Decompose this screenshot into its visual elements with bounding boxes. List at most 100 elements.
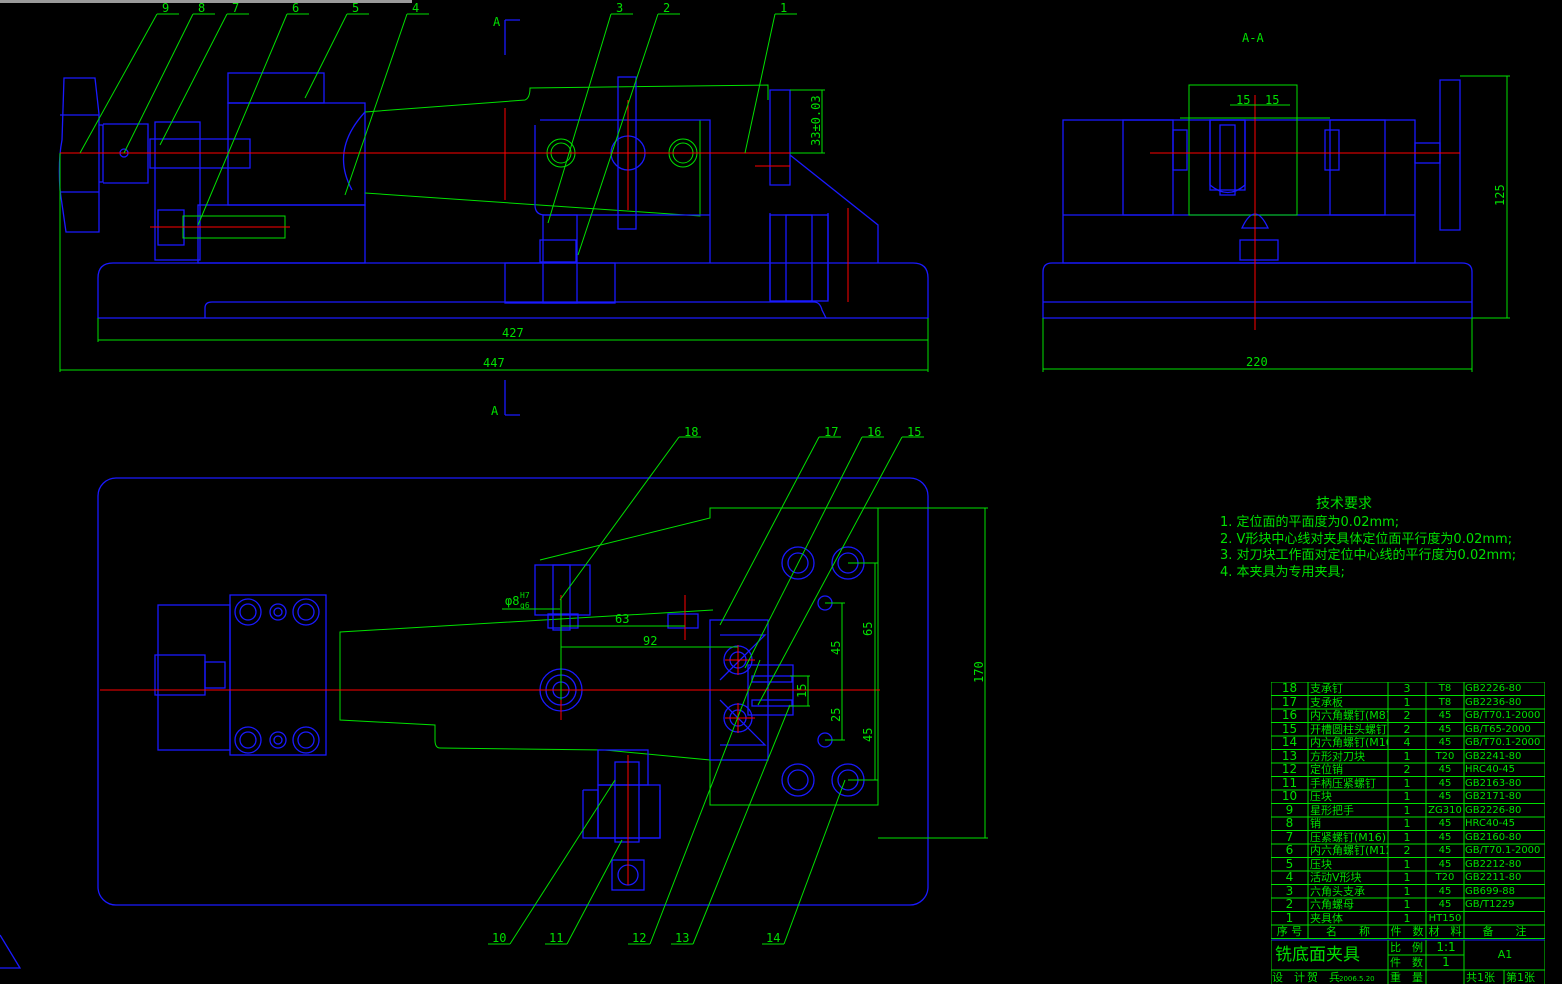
part-name: 活动V形块 (1310, 871, 1362, 884)
section-marker-bottom: A (491, 404, 499, 418)
part-number: 7 (1285, 830, 1294, 844)
support-body (534, 89, 879, 300)
quantity-value: 1 (1442, 956, 1450, 969)
part-remark: GB/T70.1-2000 (1465, 737, 1541, 748)
part-material: 45 (1438, 845, 1452, 856)
part-balloon: 14 (766, 931, 780, 945)
part-remark: GB2163-80 (1465, 777, 1522, 789)
part-balloon: 18 (684, 425, 698, 439)
sheet-size: A1 (1497, 948, 1513, 961)
part-remark: GB/T70.1-2000 (1465, 710, 1541, 721)
part-number: 17 (1281, 695, 1298, 709)
part-quantity: 1 (1403, 898, 1411, 911)
dim-v-left: 15 (1236, 93, 1250, 107)
part-name: 开槽圆柱头螺钉 (1310, 722, 1387, 736)
part-balloon: 3 (616, 1, 623, 15)
part-material: 45 (1438, 710, 1452, 721)
part-number: 13 (1281, 749, 1298, 763)
part-balloon: 16 (867, 425, 881, 439)
dim-fit-shaft-tolerance: g6 (520, 601, 530, 610)
part-name: 内六角螺钉(M10) (1310, 736, 1388, 749)
part-material: T20 (1435, 750, 1455, 762)
part-name: 六角螺母 (1310, 898, 1354, 911)
part-remark: GB2211-80 (1465, 872, 1522, 883)
part-material: 45 (1438, 737, 1452, 748)
part-remark: GB2160-80 (1465, 831, 1522, 843)
dim-height-125: 125 (1493, 184, 1507, 206)
part-balloon: 2 (663, 1, 670, 15)
part-material: 45 (1438, 764, 1452, 775)
part-quantity: 1 (1403, 884, 1411, 898)
part-material: 45 (1438, 899, 1452, 910)
part-remark: GB2236-80 (1465, 696, 1522, 708)
part-quantity: 1 (1403, 911, 1411, 925)
part-number: 3 (1285, 884, 1294, 898)
part-quantity: 1 (1403, 790, 1411, 803)
part-balloon: 10 (492, 931, 506, 945)
part-quantity: 2 (1403, 722, 1411, 736)
parts-list-header: 备 注 (1482, 925, 1527, 938)
part-balloon: 1 (780, 1, 787, 15)
part-number: 16 (1281, 709, 1298, 722)
part-name: 六角头支承 (1310, 884, 1365, 898)
part-number: 4 (1285, 871, 1294, 884)
part-quantity: 1 (1403, 776, 1411, 790)
parts-list-header: 序 号 (1276, 925, 1303, 938)
part-balloon: 8 (198, 1, 205, 15)
part-number: 9 (1285, 803, 1294, 817)
part-number: 12 (1281, 763, 1298, 776)
part-remark: GB699-88 (1465, 885, 1516, 897)
dim-92: 92 (643, 634, 657, 648)
part-quantity: 1 (1403, 749, 1411, 763)
part-balloon: 7 (232, 1, 239, 15)
designer-label: 设 计 (1272, 971, 1305, 984)
part-number: 8 (1285, 817, 1294, 830)
parts-list-header: 名 称 (1326, 925, 1370, 938)
part-quantity: 1 (1403, 803, 1411, 817)
corner-mark (0, 934, 22, 969)
part-remark: HRC40-45 (1465, 818, 1516, 829)
part-balloon: 13 (675, 931, 689, 945)
part-remark: GB2241-80 (1465, 750, 1522, 762)
part-number: 15 (1281, 722, 1298, 736)
tech-req-title: 技术要求 (1316, 496, 1372, 512)
part-quantity: 2 (1403, 763, 1411, 776)
dim-15: 15 (795, 684, 809, 698)
part-number: 10 (1281, 790, 1298, 803)
part-balloon: 5 (352, 1, 359, 15)
part-number: 6 (1285, 844, 1294, 857)
sheet-number: 第1张 (1506, 971, 1535, 984)
part-name: 夹具体 (1310, 911, 1343, 925)
quantity-label: 件 数 (1390, 956, 1423, 969)
star-handle (58, 77, 104, 233)
section-marker-top: A (493, 15, 501, 29)
dim-plate-height: 33±0.03 (809, 95, 823, 146)
dim-170: 170 (972, 661, 986, 683)
part-quantity: 1 (1403, 871, 1411, 884)
part-number: 14 (1281, 736, 1298, 749)
part-number: 1 (1285, 911, 1294, 925)
part-balloon: 15 (907, 425, 921, 439)
tech-req-item: 4. 本夹具为专用夹具; (1220, 565, 1345, 580)
dim-45-lower: 45 (861, 728, 875, 742)
section-view-title: A-A (1242, 31, 1264, 45)
part-material: 45 (1438, 858, 1452, 870)
dim-width-220: 220 (1246, 355, 1268, 369)
part-name: 星形把手 (1310, 803, 1354, 817)
part-name: 支承钉 (1310, 682, 1343, 695)
weight-label: 重 量 (1390, 971, 1423, 984)
part-name: 方形对刀块 (1310, 749, 1365, 763)
part-name: 压紧螺钉(M16) (1310, 830, 1387, 844)
part-remark: GB2212-80 (1465, 858, 1522, 870)
part-material: 45 (1438, 777, 1452, 789)
tech-req-item: 2. V形块中心线对夹具体定位面平行度为0.02mm; (1220, 531, 1512, 547)
part-material: 45 (1438, 791, 1452, 802)
part-material: HT150 (1428, 912, 1462, 924)
part-name: 内六角螺钉(M8) (1310, 709, 1388, 722)
part-balloon: 6 (292, 1, 299, 15)
